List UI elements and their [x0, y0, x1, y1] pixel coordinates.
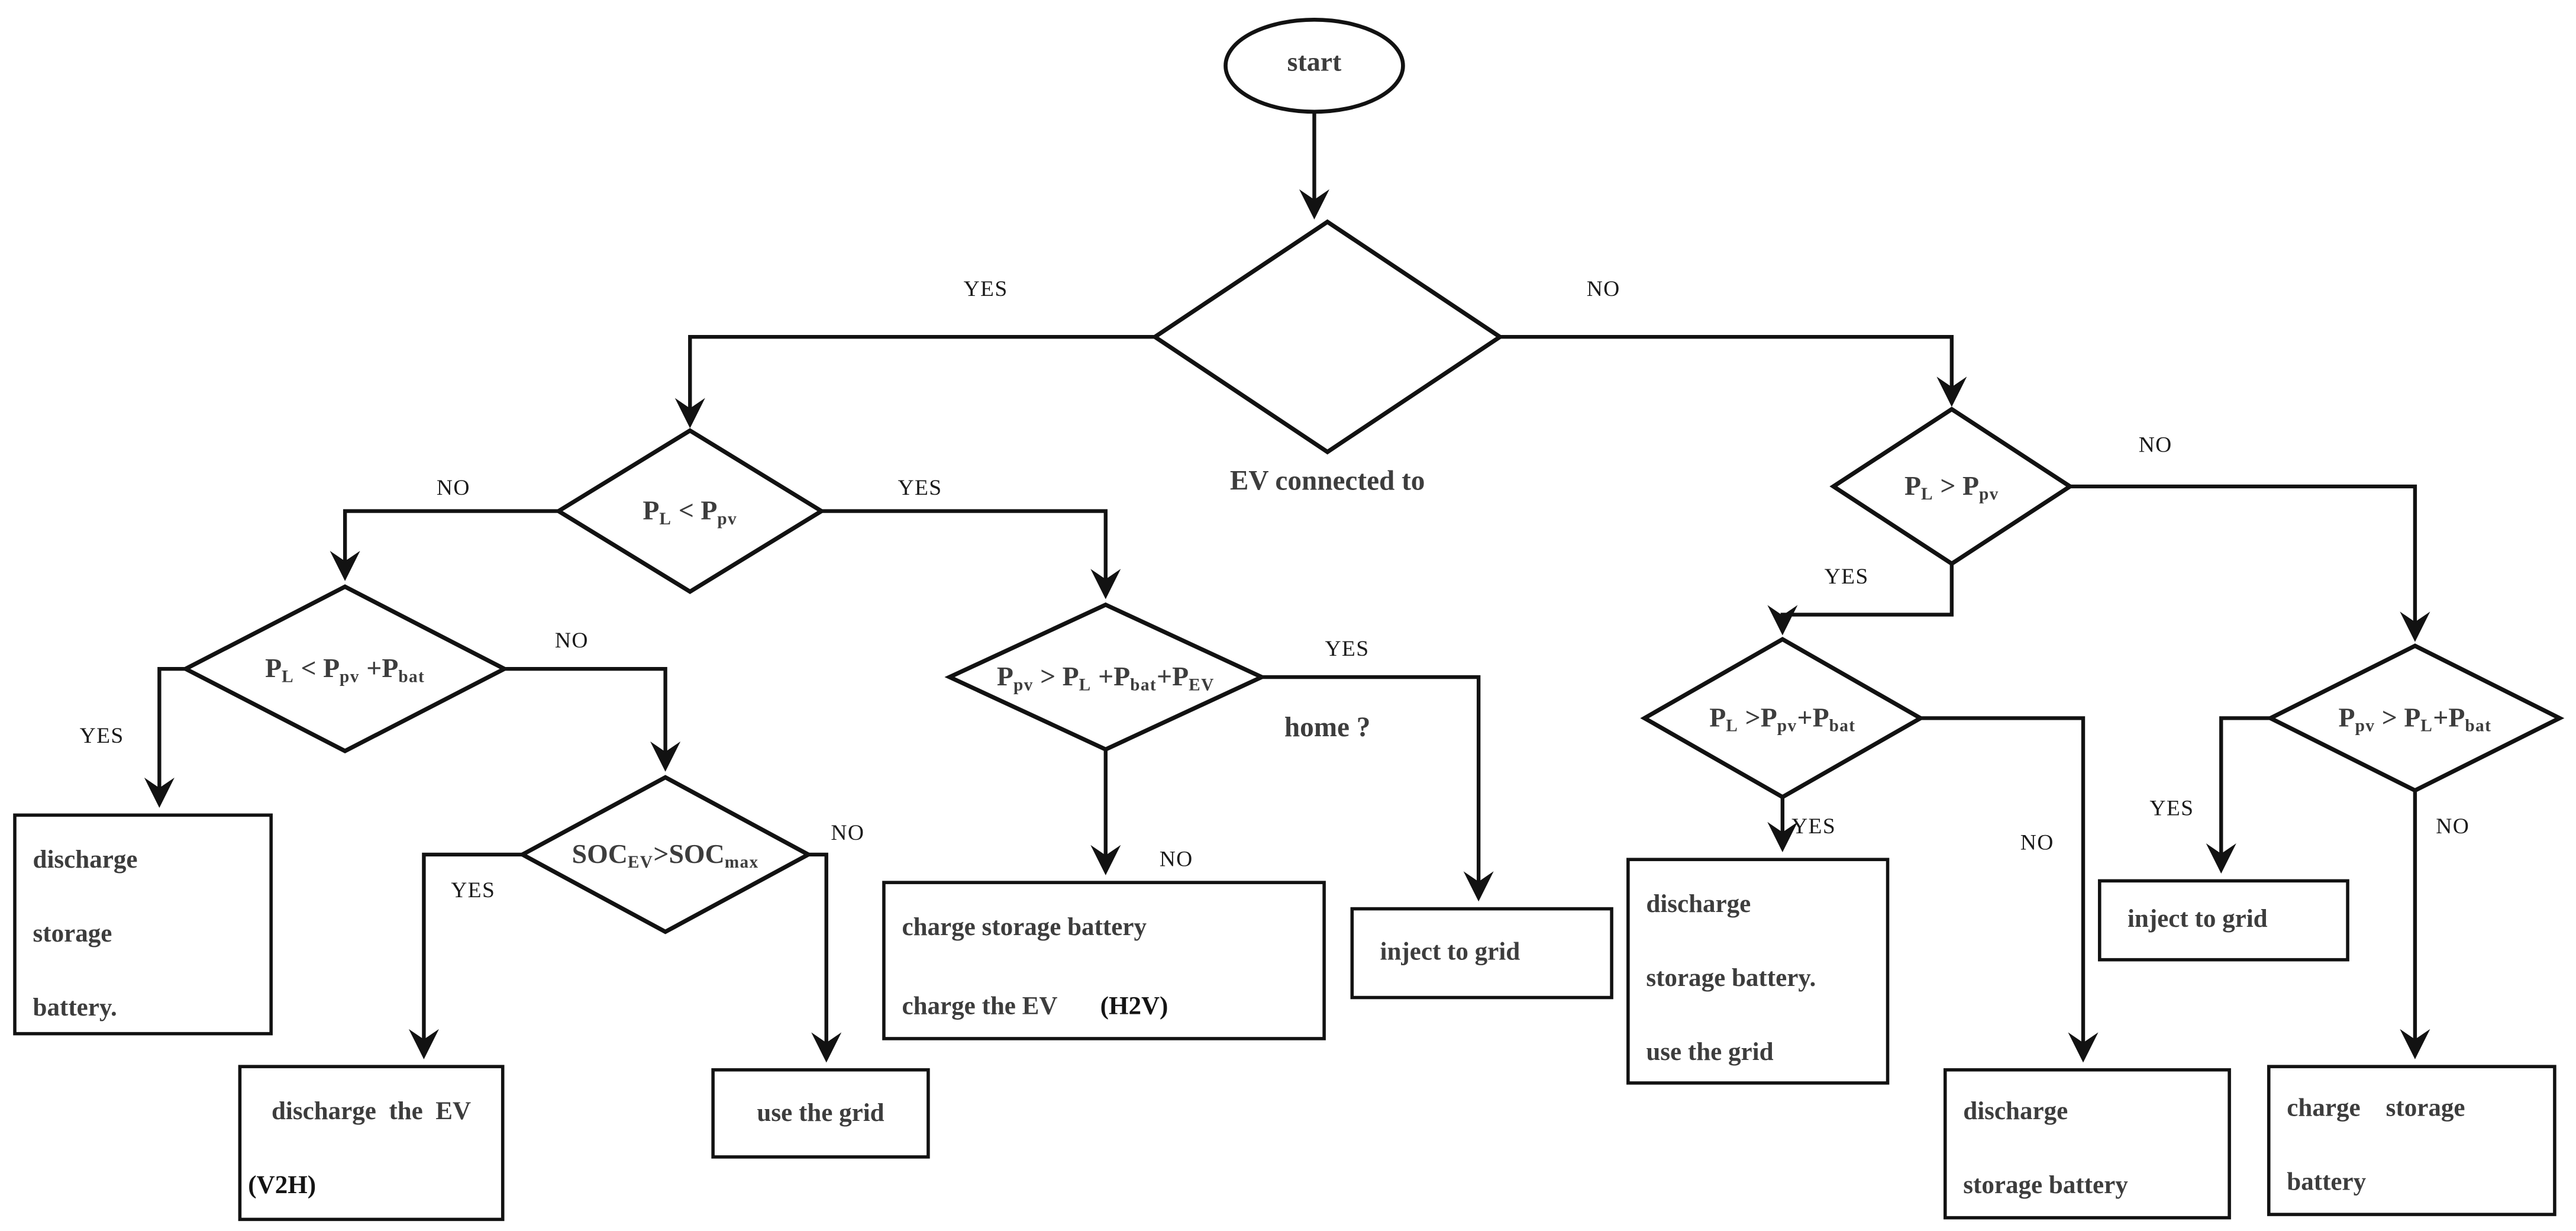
connector-pl-lt-ppv-no: [330, 509, 559, 581]
box-inject-to-grid-right: inject to grid: [2097, 879, 2349, 962]
connector-pl-gt-ppv-yes: [1767, 563, 1954, 636]
label-pl-gt-ppv-pbat-yes: YES: [1791, 813, 1836, 839]
box-charge-storage-charge-ev: charge storage battery charge the EV (H2V…: [882, 881, 1326, 1040]
connector-ev-no: [1500, 335, 1967, 407]
label-pl-lt-ppv-no: NO: [436, 475, 470, 500]
decision-ppv-gt-pl-pbat-shape: [2265, 643, 2565, 793]
connector-pl-lt-ppv-pbat-no: [504, 666, 681, 772]
label-pl-gt-ppv-yes: YES: [1824, 563, 1869, 589]
connector-soc-yes: [408, 852, 523, 1059]
box-charge-storage-line2: charge the EV (H2V): [886, 968, 1323, 1047]
box-charge-ev-text: charge the EV: [902, 992, 1058, 1021]
box-line: discharge: [1963, 1097, 2068, 1126]
connector-ppv-gt-pl-pbat-yes: [2206, 716, 2271, 874]
box-line: battery: [2287, 1168, 2367, 1197]
connector-pl-lt-ppv-pbat-yes: [144, 666, 186, 808]
label-pl-lt-ppv-yes: YES: [898, 475, 942, 500]
decision-soc-shape: [518, 775, 813, 934]
label-ppv-sum-yes: YES: [1325, 636, 1370, 661]
box-line: battery.: [33, 994, 117, 1023]
label-ppv-gt-pl-pbat-yes: YES: [2149, 795, 2194, 820]
start-shape: [1224, 17, 1405, 114]
label-soc-no: NO: [831, 820, 865, 845]
decision-ppv-gt-sum-shape: [944, 602, 1267, 752]
box-line: storage: [33, 920, 112, 949]
box-discharge-storage-use-grid: discharge storage battery. use the grid: [1626, 858, 1890, 1085]
box-line: storage battery.: [1646, 964, 1816, 993]
label-pl-gt-ppv-no: NO: [2138, 432, 2173, 457]
connector-soc-no: [808, 852, 842, 1063]
box-discharge-storage-battery-bottom: discharge storage battery: [1943, 1068, 2231, 1220]
box-charge-storage-line1: charge storage battery: [902, 913, 1147, 942]
label-ev-no: NO: [1586, 276, 1621, 301]
box-discharge-the-ev-line2: (V2H): [248, 1171, 317, 1200]
box-line: discharge: [1646, 891, 1751, 919]
decision-pl-gt-ppv-pbat-shape: [1640, 637, 1925, 800]
box-line: discharge: [33, 846, 138, 875]
decision-pl-lt-ppv-pbat-shape: [180, 584, 509, 754]
box-discharge-storage-battery-left: discharge storage battery.: [13, 813, 273, 1036]
h2v-tag: (H2V): [1100, 992, 1168, 1021]
label-pl-lt-ppv-pbat-yes: YES: [79, 723, 124, 748]
label-ppv-sum-no: NO: [1159, 846, 1193, 871]
box-line: charge storage: [2287, 1094, 2465, 1123]
decision-pl-lt-ppv-shape: [554, 428, 826, 594]
box-line: storage battery: [1963, 1171, 2128, 1200]
decision-ev-connected-shape: [1151, 219, 1504, 455]
box-use-the-grid: use the grid: [711, 1068, 930, 1159]
connector-pl-gt-ppv-no: [2070, 484, 2430, 642]
connector-pl-lt-ppv-yes: [821, 509, 1121, 600]
connector-ev-yes: [674, 335, 1155, 428]
connector-pl-gt-ppv-pbat-no: [1920, 716, 2099, 1063]
label-ppv-gt-pl-pbat-no: NO: [2436, 813, 2470, 839]
label-ev-yes: YES: [963, 276, 1008, 301]
box-charge-storage-battery-bottom: charge storage battery: [2267, 1065, 2556, 1216]
decision-pl-gt-ppv-shape: [1829, 407, 2074, 566]
label-pl-gt-ppv-pbat-no: NO: [2020, 830, 2054, 855]
box-line: use the grid: [1646, 1038, 1774, 1067]
box-discharge-the-ev: discharge the EV (V2H): [238, 1065, 505, 1222]
label-soc-yes: YES: [451, 877, 496, 903]
box-discharge-the-ev-line1: discharge the EV: [271, 1097, 472, 1126]
label-pl-lt-ppv-pbat-no: NO: [554, 627, 589, 653]
connector-ppv-sum-yes: [1261, 675, 1494, 902]
box-inject-to-grid-mid: inject to grid: [1350, 907, 1613, 1000]
